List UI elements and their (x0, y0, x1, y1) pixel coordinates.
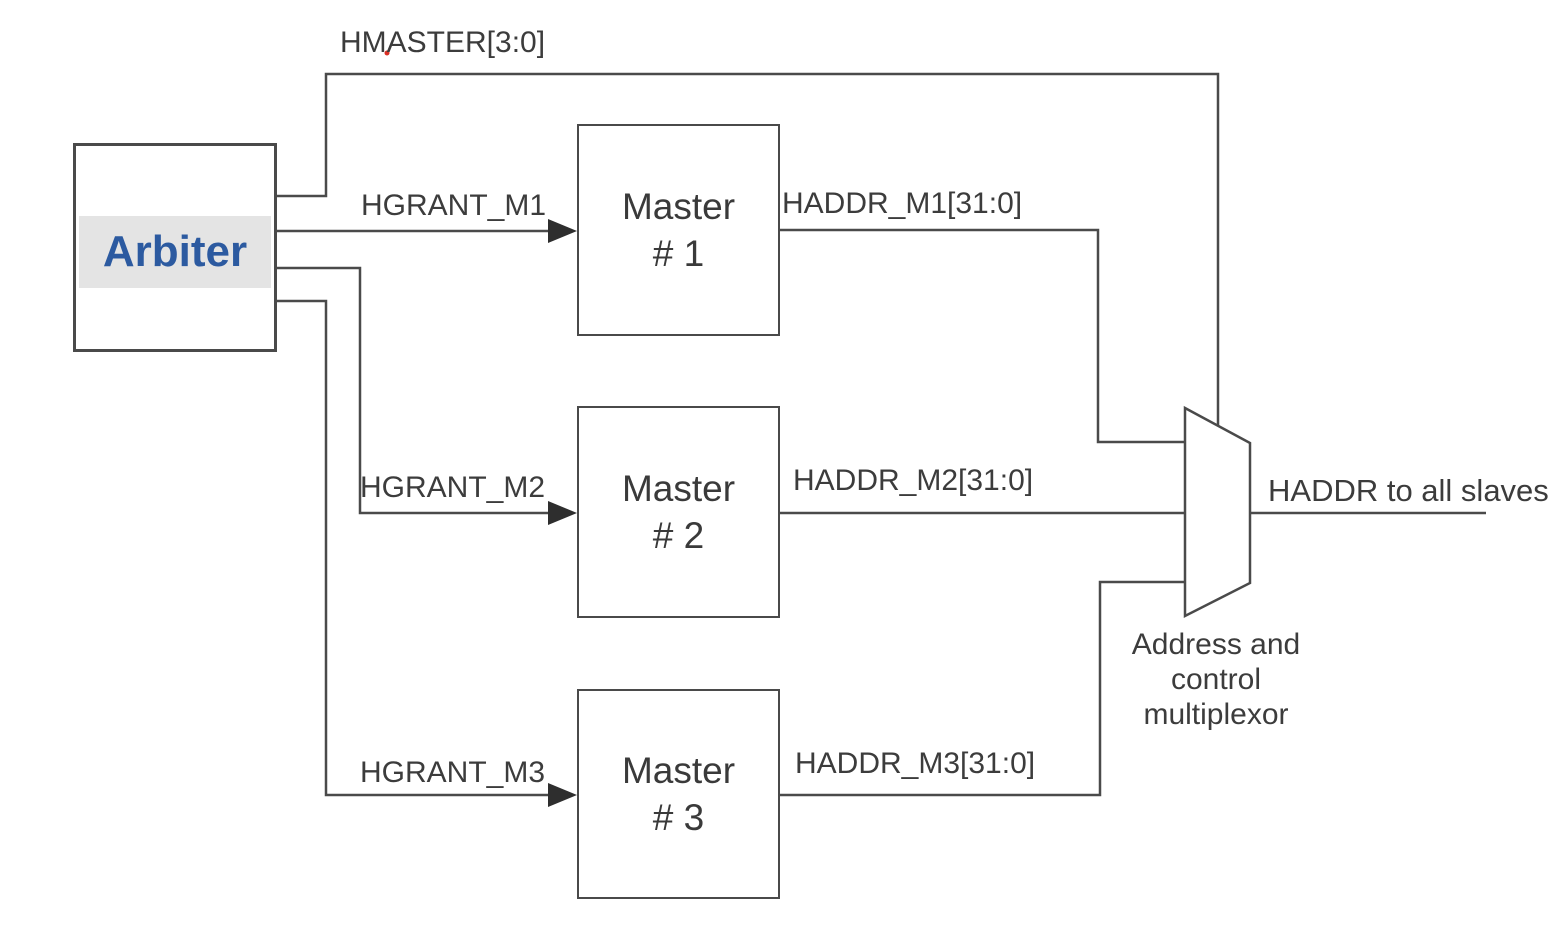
arbiter-highlight-band: Arbiter (79, 216, 271, 288)
mux-caption-line1: Address and (1131, 628, 1301, 661)
haddr-m3-signal-label: HADDR_M3[31:0] (795, 747, 1036, 780)
master-2-label-line1: Master (621, 468, 736, 509)
hmaster-wire (277, 72, 1220, 426)
haddr-output-label: HADDR to all slaves (1268, 473, 1548, 508)
haddr-m3-wire (780, 580, 1185, 797)
hgrant-m2-wire (277, 266, 552, 515)
master-1-box: Master # 1 (577, 124, 780, 336)
hmaster-signal-label: HMASTER[3:0] (340, 26, 546, 59)
master-2-label-line2: # 2 (652, 515, 705, 556)
mux-caption-line2: control (1170, 663, 1262, 696)
hgrant-m3-signal-label: HGRANT_M3 (360, 756, 546, 789)
mux-caption: Address and control multiplexor (1066, 627, 1366, 732)
mux-caption-line3: multiplexor (1143, 698, 1289, 731)
master-1-label-line1: Master (621, 186, 736, 227)
master-3-label-line2: # 3 (652, 797, 705, 838)
master-1-label-line2: # 1 (652, 233, 705, 274)
hgrant-m3-arrowhead (548, 783, 577, 807)
hgrant-m2-arrowhead (548, 501, 577, 525)
master-3-label-line1: Master (621, 750, 736, 791)
arbiter-label: Arbiter (102, 227, 248, 276)
mux-shape (1183, 405, 1252, 619)
hgrant-m3-wire (277, 299, 552, 797)
master-2-box: Master # 2 (577, 406, 780, 618)
hgrant-m1-arrowhead (548, 219, 577, 243)
haddr-m2-signal-label: HADDR_M2[31:0] (793, 464, 1034, 497)
hgrant-m2-signal-label: HGRANT_M2 (360, 471, 546, 504)
haddr-m1-wire (780, 228, 1185, 444)
hmaster-spellcheck-dot (384, 50, 390, 56)
master-3-box: Master # 3 (577, 689, 780, 899)
haddr-m1-signal-label: HADDR_M1[31:0] (782, 187, 1023, 220)
arbiter-box: Arbiter (73, 143, 277, 352)
hgrant-m1-signal-label: HGRANT_M1 (361, 189, 547, 222)
